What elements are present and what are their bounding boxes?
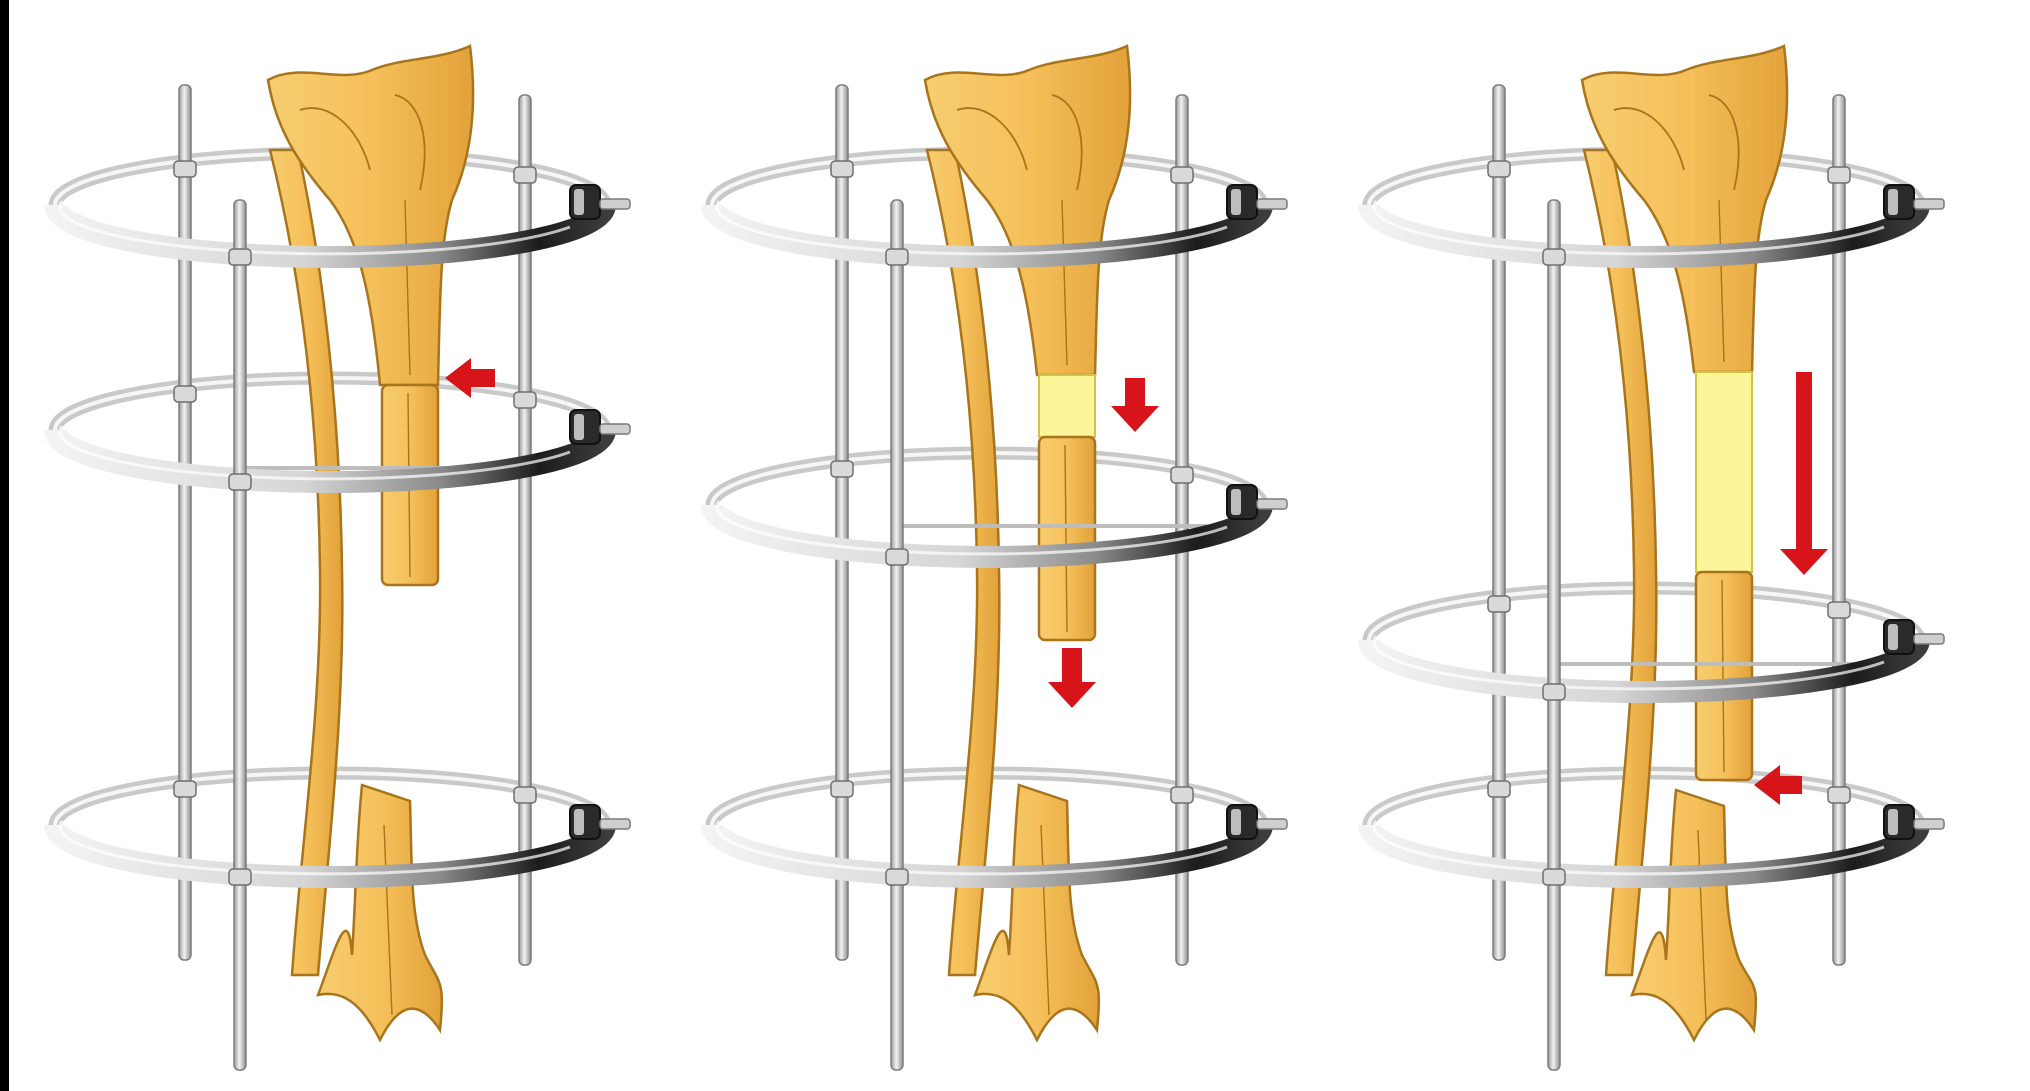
- ring-bolt: [1914, 634, 1944, 644]
- threaded-rod: [1548, 200, 1560, 1070]
- rod-nut: [1488, 161, 1510, 177]
- threaded-rod: [234, 200, 246, 1070]
- threaded-rod: [519, 95, 531, 965]
- ring-clamp-shine: [1888, 624, 1898, 650]
- rod-nut: [514, 787, 536, 803]
- ring-clamp-shine: [1231, 189, 1241, 215]
- rod-nut: [229, 474, 251, 490]
- rod-nut: [886, 549, 908, 565]
- ring-bolt: [600, 819, 630, 829]
- regenerate-bone: [1039, 375, 1095, 437]
- rod-nut: [1171, 167, 1193, 183]
- ring-bolt: [600, 424, 630, 434]
- threaded-rod: [891, 200, 903, 1070]
- ring-clamp-shine: [574, 809, 584, 835]
- rod-nut: [174, 781, 196, 797]
- rod-nut: [1828, 602, 1850, 618]
- ring-bolt: [600, 199, 630, 209]
- rod-nut: [1171, 467, 1193, 483]
- rod-nut: [174, 386, 196, 402]
- rod-nut: [1828, 167, 1850, 183]
- threaded-rod: [179, 85, 191, 960]
- rod-nut: [229, 869, 251, 885]
- rod-nut: [229, 249, 251, 265]
- ring-clamp-shine: [1231, 809, 1241, 835]
- rod-nut: [1171, 787, 1193, 803]
- threaded-rod: [836, 85, 848, 960]
- rod-nut: [174, 161, 196, 177]
- ring-clamp-shine: [1231, 489, 1241, 515]
- ring-clamp-shine: [574, 414, 584, 440]
- ring-bolt: [1257, 499, 1287, 509]
- rod-nut: [1488, 596, 1510, 612]
- ring-bolt: [1914, 199, 1944, 209]
- regenerate-bone: [1696, 372, 1752, 572]
- ring-bolt: [1914, 819, 1944, 829]
- rod-nut: [831, 461, 853, 477]
- rod-nut: [886, 249, 908, 265]
- rod-nut: [1543, 869, 1565, 885]
- rod-nut: [1828, 787, 1850, 803]
- threaded-rod: [1833, 95, 1845, 965]
- ring-bolt: [1257, 199, 1287, 209]
- rod-nut: [514, 167, 536, 183]
- rod-nut: [1543, 684, 1565, 700]
- rod-nut: [1488, 781, 1510, 797]
- rod-nut: [1543, 249, 1565, 265]
- rod-nut: [886, 869, 908, 885]
- threaded-rod: [1493, 85, 1505, 960]
- ring-clamp-shine: [1888, 189, 1898, 215]
- rod-nut: [514, 392, 536, 408]
- rod-nut: [831, 161, 853, 177]
- ring-clamp-shine: [574, 189, 584, 215]
- ring-bolt: [1257, 819, 1287, 829]
- ring-clamp-shine: [1888, 809, 1898, 835]
- rod-nut: [831, 781, 853, 797]
